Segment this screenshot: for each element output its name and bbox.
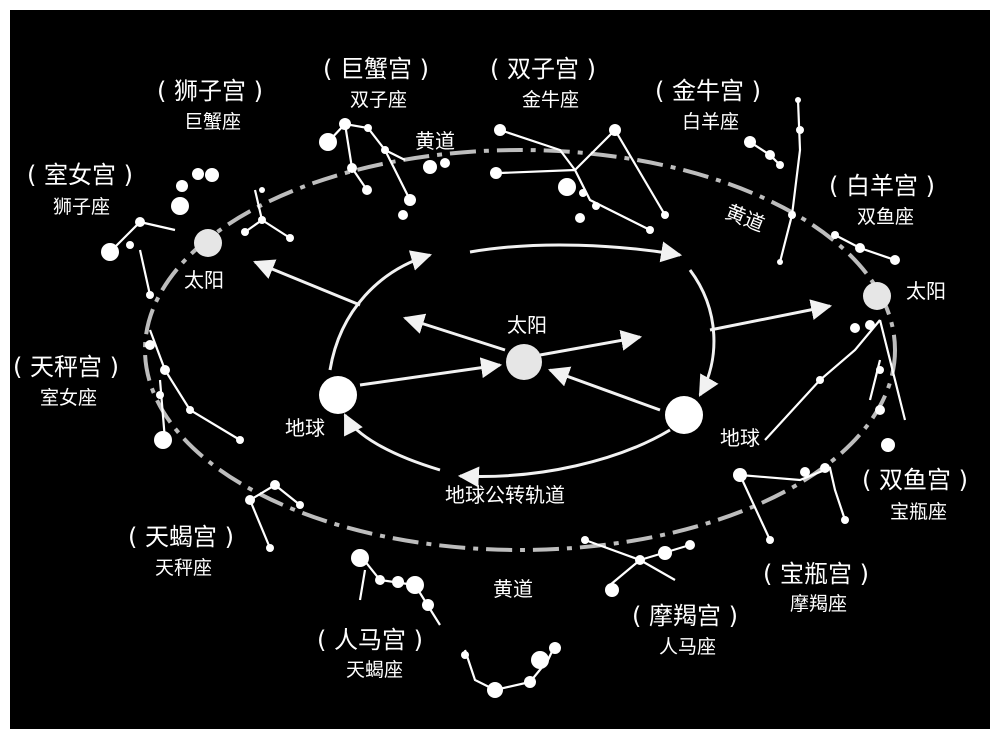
ecliptic-orbit xyxy=(143,148,897,552)
constellation-label-shuangzi: 双子座 xyxy=(350,89,407,111)
constellation-label-tiancheng: 天秤座 xyxy=(155,557,212,579)
constellation-label-baiyang: 白羊座 xyxy=(682,111,739,133)
ecliptic-label-top: 黄道 xyxy=(415,129,455,153)
ecliptic-label-bottom: 黄道 xyxy=(493,577,533,601)
house-label-tiancheng: ( 天秤宫 ) xyxy=(13,353,119,381)
constellation-label-renma: 人马座 xyxy=(659,636,716,658)
house-label-tianxie: ( 天蝎宫 ) xyxy=(128,523,234,551)
house-label-baiyang: ( 白羊宫 ) xyxy=(829,172,935,200)
constellation-label-mojie: 摩羯座 xyxy=(790,593,847,615)
constellation-label-shizi: 狮子座 xyxy=(53,196,110,218)
sun-label-right: 太阳 xyxy=(906,279,946,303)
house-label-shinv: ( 室女宫 ) xyxy=(27,161,133,189)
earth-orbit-arrows xyxy=(328,241,719,488)
house-label-shuangzi: ( 双子宫 ) xyxy=(490,55,596,83)
earth-left xyxy=(319,376,357,414)
house-label-shizi: ( 狮子宫 ) xyxy=(157,77,263,105)
constellation-label-baoping: 宝瓶座 xyxy=(890,501,947,523)
ecliptic-label-right: 黄道 xyxy=(722,199,768,236)
constellation-scorpius xyxy=(461,642,561,698)
constellation-sagittarius xyxy=(351,549,441,626)
house-label-jinniu: ( 金牛宫 ) xyxy=(655,77,761,105)
constellation-cancer xyxy=(171,168,294,242)
constellation-aries xyxy=(744,97,804,265)
constellation-label-shinv: 室女座 xyxy=(40,387,97,409)
house-label-juxie: ( 巨蟹宫 ) xyxy=(323,55,429,83)
constellation-leo xyxy=(101,217,176,299)
earth-label-left: 地球 xyxy=(285,416,325,440)
constellation-virgo xyxy=(145,329,244,449)
constellation-pisces xyxy=(764,231,907,452)
constellation-label-tianxie: 天蝎座 xyxy=(346,659,403,681)
center-sun xyxy=(506,344,542,380)
house-label-renma: ( 人马宫 ) xyxy=(317,626,423,654)
sun-left xyxy=(194,229,222,257)
house-label-baoping: ( 宝瓶宫 ) xyxy=(763,560,869,588)
constellation-label-juxie: 巨蟹座 xyxy=(184,111,241,133)
constellation-libra xyxy=(245,480,304,552)
constellation-taurus xyxy=(490,124,669,234)
constellation-capricorn xyxy=(581,536,695,597)
constellation-label-jinniu: 金牛座 xyxy=(522,89,579,111)
house-label-mojie: ( 摩羯宫 ) xyxy=(632,602,738,630)
earth-right xyxy=(665,396,703,434)
sun-label-left: 太阳 xyxy=(184,268,224,292)
orbit-label: 地球公转轨道 xyxy=(445,483,565,507)
house-label-shuangyu: ( 双鱼宫 ) xyxy=(862,466,968,494)
constellation-gemini xyxy=(319,118,450,220)
constellation-aquarius xyxy=(733,463,849,544)
sight-lines xyxy=(253,259,833,412)
center-sun-label: 太阳 xyxy=(507,313,547,337)
constellation-label-shuangyu: 双鱼座 xyxy=(857,206,914,228)
earth-label-right: 地球 xyxy=(720,426,760,450)
sun-right xyxy=(863,282,891,310)
